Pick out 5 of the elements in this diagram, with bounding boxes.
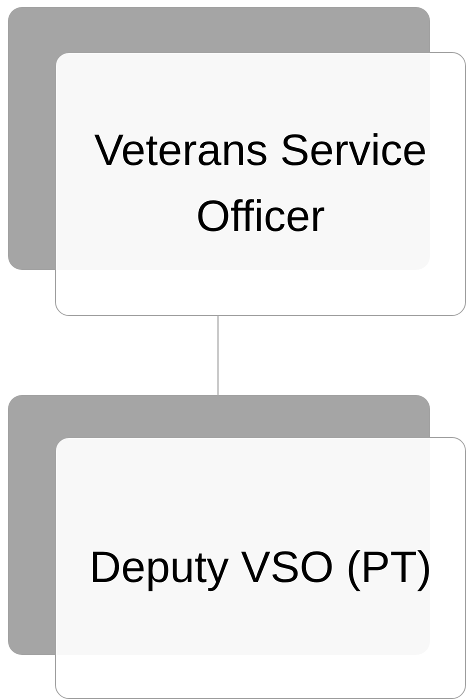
org-chart-box [8,7,466,316]
role-title: Veterans Service Officer [93,125,428,243]
connector-line [217,316,219,395]
org-chart-box [8,395,466,699]
role-title: Deputy VSO (PT) [88,542,433,594]
